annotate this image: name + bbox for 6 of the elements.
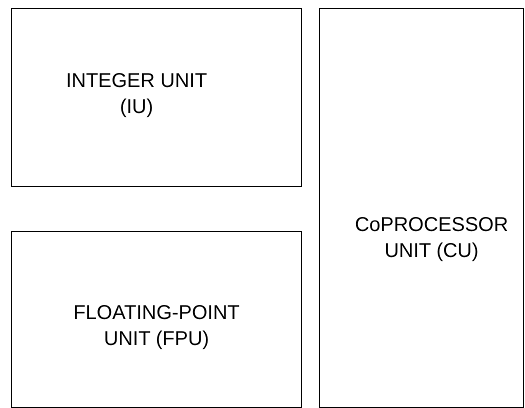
unit-box <box>11 8 302 187</box>
unit-box <box>11 231 302 408</box>
unit-label: FLOATING-POINT UNIT (FPU) <box>72 300 241 352</box>
unit-label: INTEGER UNIT (IU) <box>64 68 208 120</box>
unit-box <box>319 8 524 408</box>
unit-label: CoPROCESSOR UNIT (CU) <box>354 213 510 264</box>
